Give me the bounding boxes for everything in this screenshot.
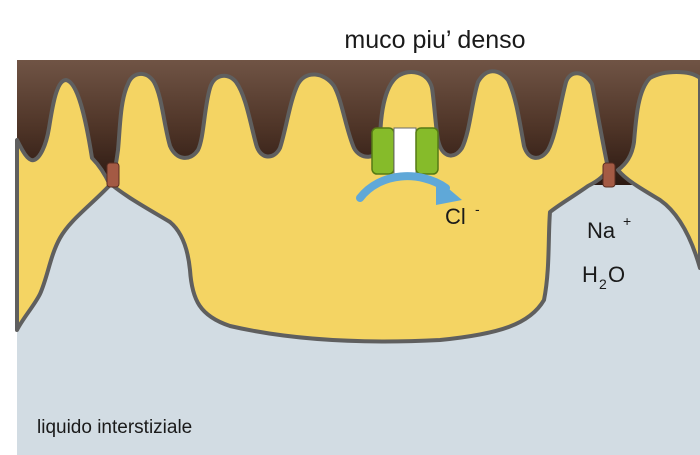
cftr-channel-icon	[372, 128, 438, 174]
tight-junction-right-icon	[603, 163, 615, 187]
sodium-label: Na	[587, 218, 616, 243]
water-label-subscript: 2	[599, 276, 607, 292]
sodium-charge: +	[623, 213, 631, 229]
tight-junction-left-icon	[107, 163, 119, 187]
chloride-charge: -	[475, 201, 480, 217]
chloride-label: Cl	[445, 204, 466, 229]
mucus-label: muco piu’ denso	[344, 26, 525, 54]
water-label-o: O	[608, 262, 625, 287]
interstitial-label: liquido interstiziale	[37, 417, 192, 438]
water-label-h: H	[582, 262, 598, 287]
